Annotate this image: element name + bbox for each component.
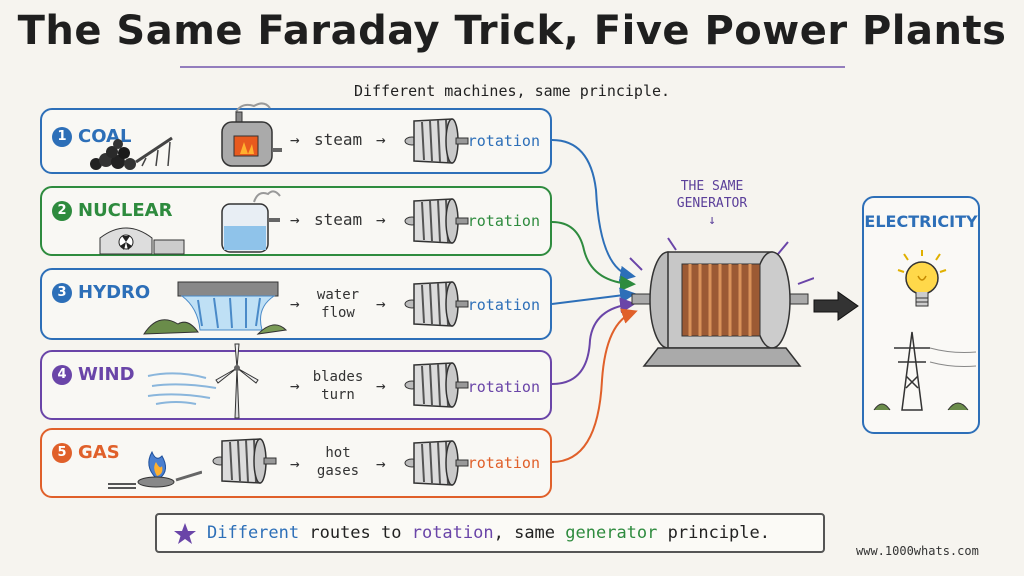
banner-word-rotation: rotation (411, 523, 494, 543)
arrow-wind (551, 297, 636, 385)
turbine-icon (404, 362, 469, 408)
arrow-gas (551, 308, 638, 463)
banner-text: principle. (657, 523, 770, 543)
star-icon (174, 523, 196, 544)
row-label-wind: WIND (78, 364, 135, 385)
generator-icon (629, 237, 814, 367)
gas-turbine-icon (212, 438, 277, 484)
arrow: → (290, 454, 300, 473)
step-text-line2: turn (321, 387, 355, 403)
arrow: → (376, 376, 386, 395)
step-text-line2: gases (316, 463, 360, 479)
row-label-gas: GAS (78, 442, 120, 463)
reactor-icon (99, 227, 185, 255)
turbine-icon (404, 118, 469, 164)
steam-tank-icon (221, 190, 281, 253)
dam-icon (143, 281, 288, 335)
arrow-nuclear (551, 221, 636, 292)
row-gas: 5 GAS → hot gases → rotation (40, 428, 552, 498)
banner-word-different: Different (207, 523, 300, 543)
arrow: → (376, 130, 386, 149)
pylon-icon (873, 331, 976, 411)
banner-text: routes to (299, 523, 412, 543)
row-wind: 4 WIND → blades turn → rotation (40, 343, 552, 420)
banner-word-generator: generator (565, 523, 658, 543)
turbine-icon (404, 281, 469, 327)
rotation-label: rotation (467, 212, 540, 230)
wind-turbine-icon (215, 343, 259, 419)
step-text: steam (314, 130, 363, 149)
row-label-nuclear: NUCLEAR (78, 200, 173, 221)
step-text-line1: water (316, 287, 360, 303)
arrow: → (290, 294, 300, 313)
boiler-icon (221, 102, 282, 167)
step-text-line2: flow (321, 305, 355, 321)
title-underline (180, 66, 845, 68)
down-arrow: ↓ (708, 213, 716, 228)
page-subtitle: Different machines, same principle. (353, 82, 671, 100)
number-badge: 2 (52, 201, 72, 221)
number-badge: 5 (52, 443, 72, 463)
number-badge: 3 (52, 283, 72, 303)
arrow: → (290, 376, 300, 395)
rotation-label: rotation (467, 454, 540, 472)
rotation-label: rotation (467, 132, 540, 150)
coal-pile-icon (90, 136, 173, 170)
number-badge: 1 (52, 127, 72, 147)
row-label-hydro: HYDRO (78, 282, 151, 303)
gas-flame-icon (108, 450, 202, 489)
arrow-coal (551, 139, 636, 282)
row-nuclear: 2 NUCLEAR → steam → rotation (40, 186, 552, 256)
arrow: → (376, 210, 386, 229)
turbine-icon (404, 440, 469, 486)
arrow: → (290, 130, 300, 149)
light-bulb-icon (897, 250, 947, 307)
rotation-label: rotation (467, 296, 540, 314)
number-badge: 4 (52, 365, 72, 385)
output-arrow (813, 291, 859, 321)
bottom-banner: Different routes to rotation, same gener… (155, 513, 825, 553)
electricity-label: ELECTRICITY (864, 212, 978, 231)
generator-label-line2: GENERATOR (676, 196, 748, 211)
row-hydro: 3 HYDRO → water flow → rotation (40, 268, 552, 340)
generator-label-line1: THE SAME (680, 179, 744, 194)
connector-arrows (551, 139, 638, 463)
credit-link[interactable]: www.1000whats.com (856, 544, 979, 558)
arrow: → (290, 210, 300, 229)
arrow: → (376, 294, 386, 313)
electricity-box: ELECTRICITY (862, 196, 980, 434)
step-text: steam (314, 210, 363, 229)
rotation-label: rotation (467, 378, 540, 396)
wind-lines-icon (147, 372, 217, 405)
step-text-line1: hot (325, 445, 351, 461)
page-title: The Same Faraday Trick, Five Power Plant… (17, 8, 1007, 54)
arrow: → (376, 454, 386, 473)
step-text-line1: blades (312, 369, 364, 385)
turbine-icon (404, 198, 469, 244)
banner-text: , same (493, 523, 566, 543)
arrow-hydro (551, 287, 636, 305)
